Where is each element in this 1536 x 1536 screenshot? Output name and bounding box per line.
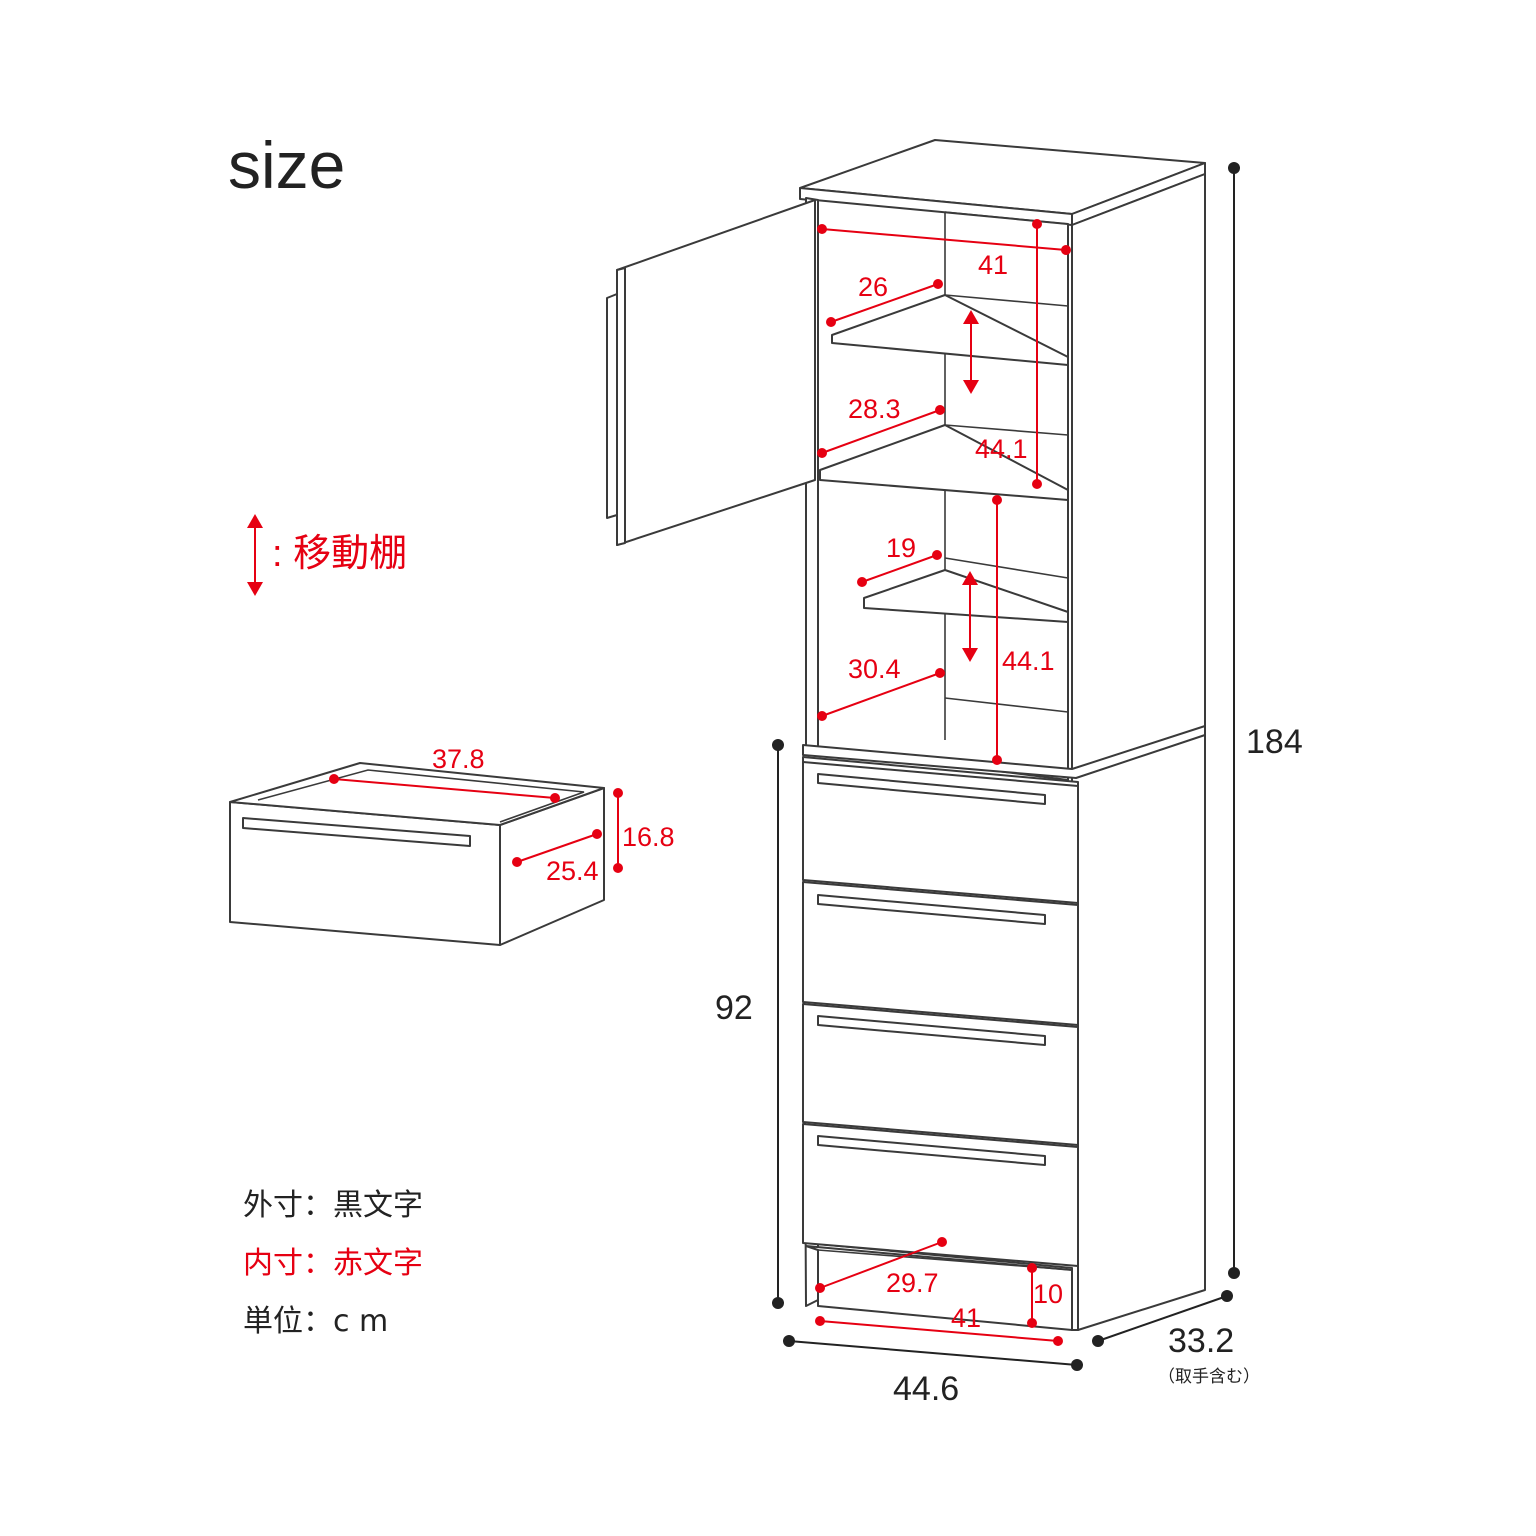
upper-height-dim: 44.1 xyxy=(975,219,1042,489)
inner-top-width-dim: 41 xyxy=(817,224,1071,280)
shelf-1 xyxy=(831,294,1069,366)
arrow-down-icon xyxy=(247,582,263,596)
arrow-up-icon xyxy=(962,571,978,585)
base-width-label: 41 xyxy=(951,1303,981,1333)
shelf4-depth-label: 30.4 xyxy=(848,654,901,684)
legend-inner: 内寸：赤文字 xyxy=(243,1246,423,1281)
drawer-height-dim: 16.8 xyxy=(613,788,675,873)
base-depth-label: 29.7 xyxy=(886,1268,939,1298)
shelf1-depth-label: 26 xyxy=(858,272,888,302)
drawer-height-label: 16.8 xyxy=(622,822,675,852)
movable-shelf-legend: : 移動棚 xyxy=(247,514,407,596)
base-depth-dim: 29.7 xyxy=(815,1237,947,1298)
shelf2-depth-dim: 28.3 xyxy=(817,394,945,458)
arrow-up-icon xyxy=(963,310,979,324)
lower-shelf-height-dim: 44.1 xyxy=(992,495,1055,765)
base-height-label: 10 xyxy=(1033,1279,1063,1309)
depth-note: （取手含む） xyxy=(1158,1367,1260,1386)
drawer-width-label: 37.8 xyxy=(432,744,485,774)
inner-top-width-label: 41 xyxy=(978,250,1008,280)
drawer-illustration xyxy=(229,762,605,946)
drawer-width-dim: 37.8 xyxy=(329,744,560,803)
page-title: size xyxy=(228,128,345,202)
open-door xyxy=(616,199,816,546)
shelf3-depth-label: 19 xyxy=(886,533,916,563)
legend-unit: 単位：c m xyxy=(243,1304,388,1339)
shelf-3 xyxy=(863,569,1069,623)
depth-dim: 33.2 （取手含む） xyxy=(1092,1290,1260,1386)
arrow-down-icon xyxy=(963,380,979,394)
lower-shelf-height-label: 44.1 xyxy=(1002,646,1055,676)
width-label: 44.6 xyxy=(893,1370,959,1408)
base-height-dim: 10 xyxy=(1027,1263,1063,1328)
drawer-depth-label: 25.4 xyxy=(546,856,599,886)
arrow-down-icon xyxy=(962,648,978,662)
shelf-2 xyxy=(819,424,1069,501)
shelf3-depth-dim: 19 xyxy=(857,533,942,587)
drawer-depth-dim: 25.4 xyxy=(512,829,602,886)
shelf2-depth-label: 28.3 xyxy=(848,394,901,424)
base-width-dim: 41 xyxy=(815,1303,1063,1346)
shelf1-depth-dim: 26 xyxy=(826,272,943,327)
shelf4-depth-dim: 30.4 xyxy=(817,654,945,721)
depth-label: 33.2 xyxy=(1168,1322,1234,1360)
total-height-dim: 184 xyxy=(1228,162,1303,1279)
movable-arrow-upper xyxy=(963,310,979,394)
drawer-handle xyxy=(242,817,471,847)
door-handle xyxy=(606,293,618,519)
cabinet-illustration xyxy=(606,139,1206,1331)
movable-arrow-lower xyxy=(962,571,978,662)
arrow-up-icon xyxy=(247,514,263,528)
width-dim: 44.6 xyxy=(783,1335,1083,1408)
lower-height-dim: 92 xyxy=(715,739,784,1309)
legend-outer: 外寸：黒文字 xyxy=(243,1188,423,1223)
upper-height-label: 44.1 xyxy=(975,434,1028,464)
movable-shelf-label: : 移動棚 xyxy=(272,533,407,575)
lower-height-label: 92 xyxy=(715,989,753,1027)
total-height-label: 184 xyxy=(1246,723,1303,761)
